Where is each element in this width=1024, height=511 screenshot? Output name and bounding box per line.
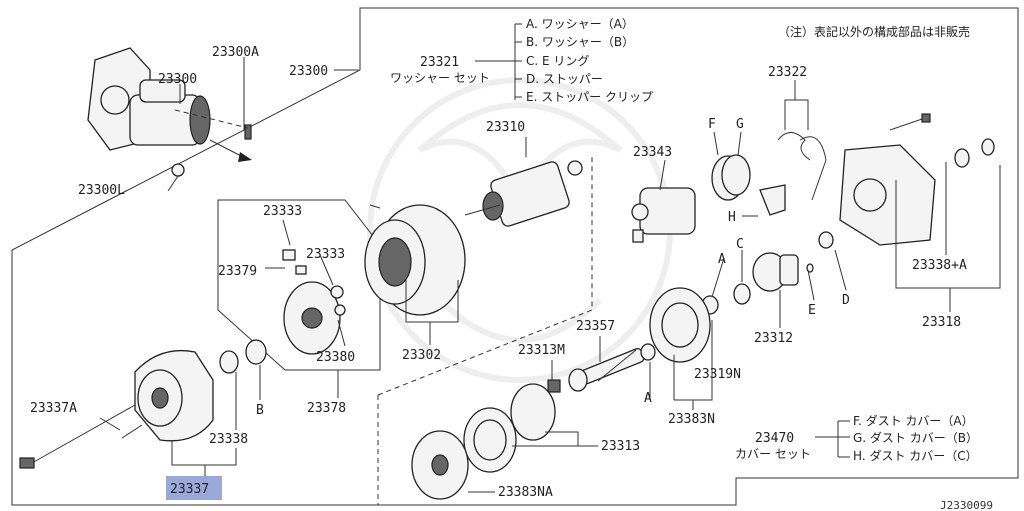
label-23313m[interactable]: 23313M (518, 343, 565, 358)
label-23302[interactable]: 23302 (402, 348, 441, 363)
label-23383na[interactable]: 23383NA (498, 485, 553, 500)
note-text: （注）表記以外の構成部品は非販売 (778, 24, 970, 39)
label-23313[interactable]: 23313 (601, 439, 640, 454)
label-e: E (808, 303, 816, 318)
label-dust-cover-b: G. ダスト カバー（B） (853, 430, 978, 445)
label-washer-a: A. ワッシャー（A） (526, 17, 634, 31)
brush-holder-drawing (282, 249, 346, 355)
label-23470-set: カバー セット (735, 447, 811, 461)
label-23383n[interactable]: 23383N (668, 412, 715, 427)
label-23319n[interactable]: 23319N (694, 367, 741, 382)
diagram-id: J2330099 (940, 499, 993, 511)
label-f: F (708, 117, 716, 132)
label-23343[interactable]: 23343 (633, 145, 672, 160)
starter-assembly-drawing (87, 47, 252, 177)
label-23300l[interactable]: 23300L (78, 183, 125, 198)
label-c: C (736, 237, 744, 252)
label-23380[interactable]: 23380 (316, 350, 355, 365)
label-23470[interactable]: 23470 (755, 431, 794, 446)
label-23300-top[interactable]: 23300 (158, 72, 197, 87)
label-23300-box[interactable]: 23300 (289, 64, 328, 79)
label-e-ring: C. E リング (526, 54, 589, 68)
label-a-1: A (718, 252, 726, 267)
label-23321[interactable]: 23321 (420, 55, 459, 70)
label-23337[interactable]: 23337 (170, 482, 209, 497)
internal-gear-housing-drawing (649, 287, 711, 363)
label-23318[interactable]: 23318 (922, 315, 961, 330)
label-h: H (728, 210, 736, 225)
label-23310[interactable]: 23310 (486, 120, 525, 135)
selected-part-highlight (166, 476, 222, 500)
label-b: B (256, 403, 264, 418)
armature-drawing (464, 160, 583, 227)
label-dust-cover-a: F. ダスト カバー（A） (853, 413, 974, 428)
label-23333-b[interactable]: 23333 (306, 247, 345, 262)
gear-case-drawing (839, 113, 995, 246)
label-23378[interactable]: 23378 (307, 401, 346, 416)
label-23321-set: ワッシャー セット (390, 71, 490, 85)
magnetic-switch-drawing (631, 187, 696, 243)
label-23337a[interactable]: 23337A (30, 401, 77, 416)
label-23338[interactable]: 23338 (209, 432, 248, 447)
label-23379[interactable]: 23379 (218, 264, 257, 279)
internal-gear-drawing (411, 430, 469, 500)
brush-holder-group-outline (217, 199, 381, 371)
label-stopper: D. ストッパー (526, 72, 603, 86)
label-23338a[interactable]: 23338+A (912, 258, 967, 273)
dust-covers-drawing (711, 154, 786, 216)
label-washer-b: B. ワッシャー（B） (526, 35, 634, 49)
leader-lines (99, 23, 1001, 493)
yoke-drawing (364, 204, 466, 316)
rear-cover-drawing (19, 339, 267, 469)
planetary-gear-drawing (463, 383, 556, 473)
label-23333-a[interactable]: 23333 (263, 204, 302, 219)
pinion-drawing (701, 231, 834, 315)
label-dust-cover-c: H. ダスト カバー（C） (853, 448, 978, 463)
label-a-2: A (644, 391, 652, 406)
clip-drawing (777, 132, 827, 201)
label-d: D (842, 293, 850, 308)
label-stopper-clip: E. ストッパー クリップ (526, 90, 653, 104)
label-23322[interactable]: 23322 (768, 65, 807, 80)
label-g: G (736, 117, 744, 132)
label-23312[interactable]: 23312 (754, 331, 793, 346)
label-23300a[interactable]: 23300A (212, 45, 259, 60)
armature-group-outline (377, 155, 593, 505)
label-23357[interactable]: 23357 (576, 319, 615, 334)
shaft-drawing (547, 343, 656, 393)
